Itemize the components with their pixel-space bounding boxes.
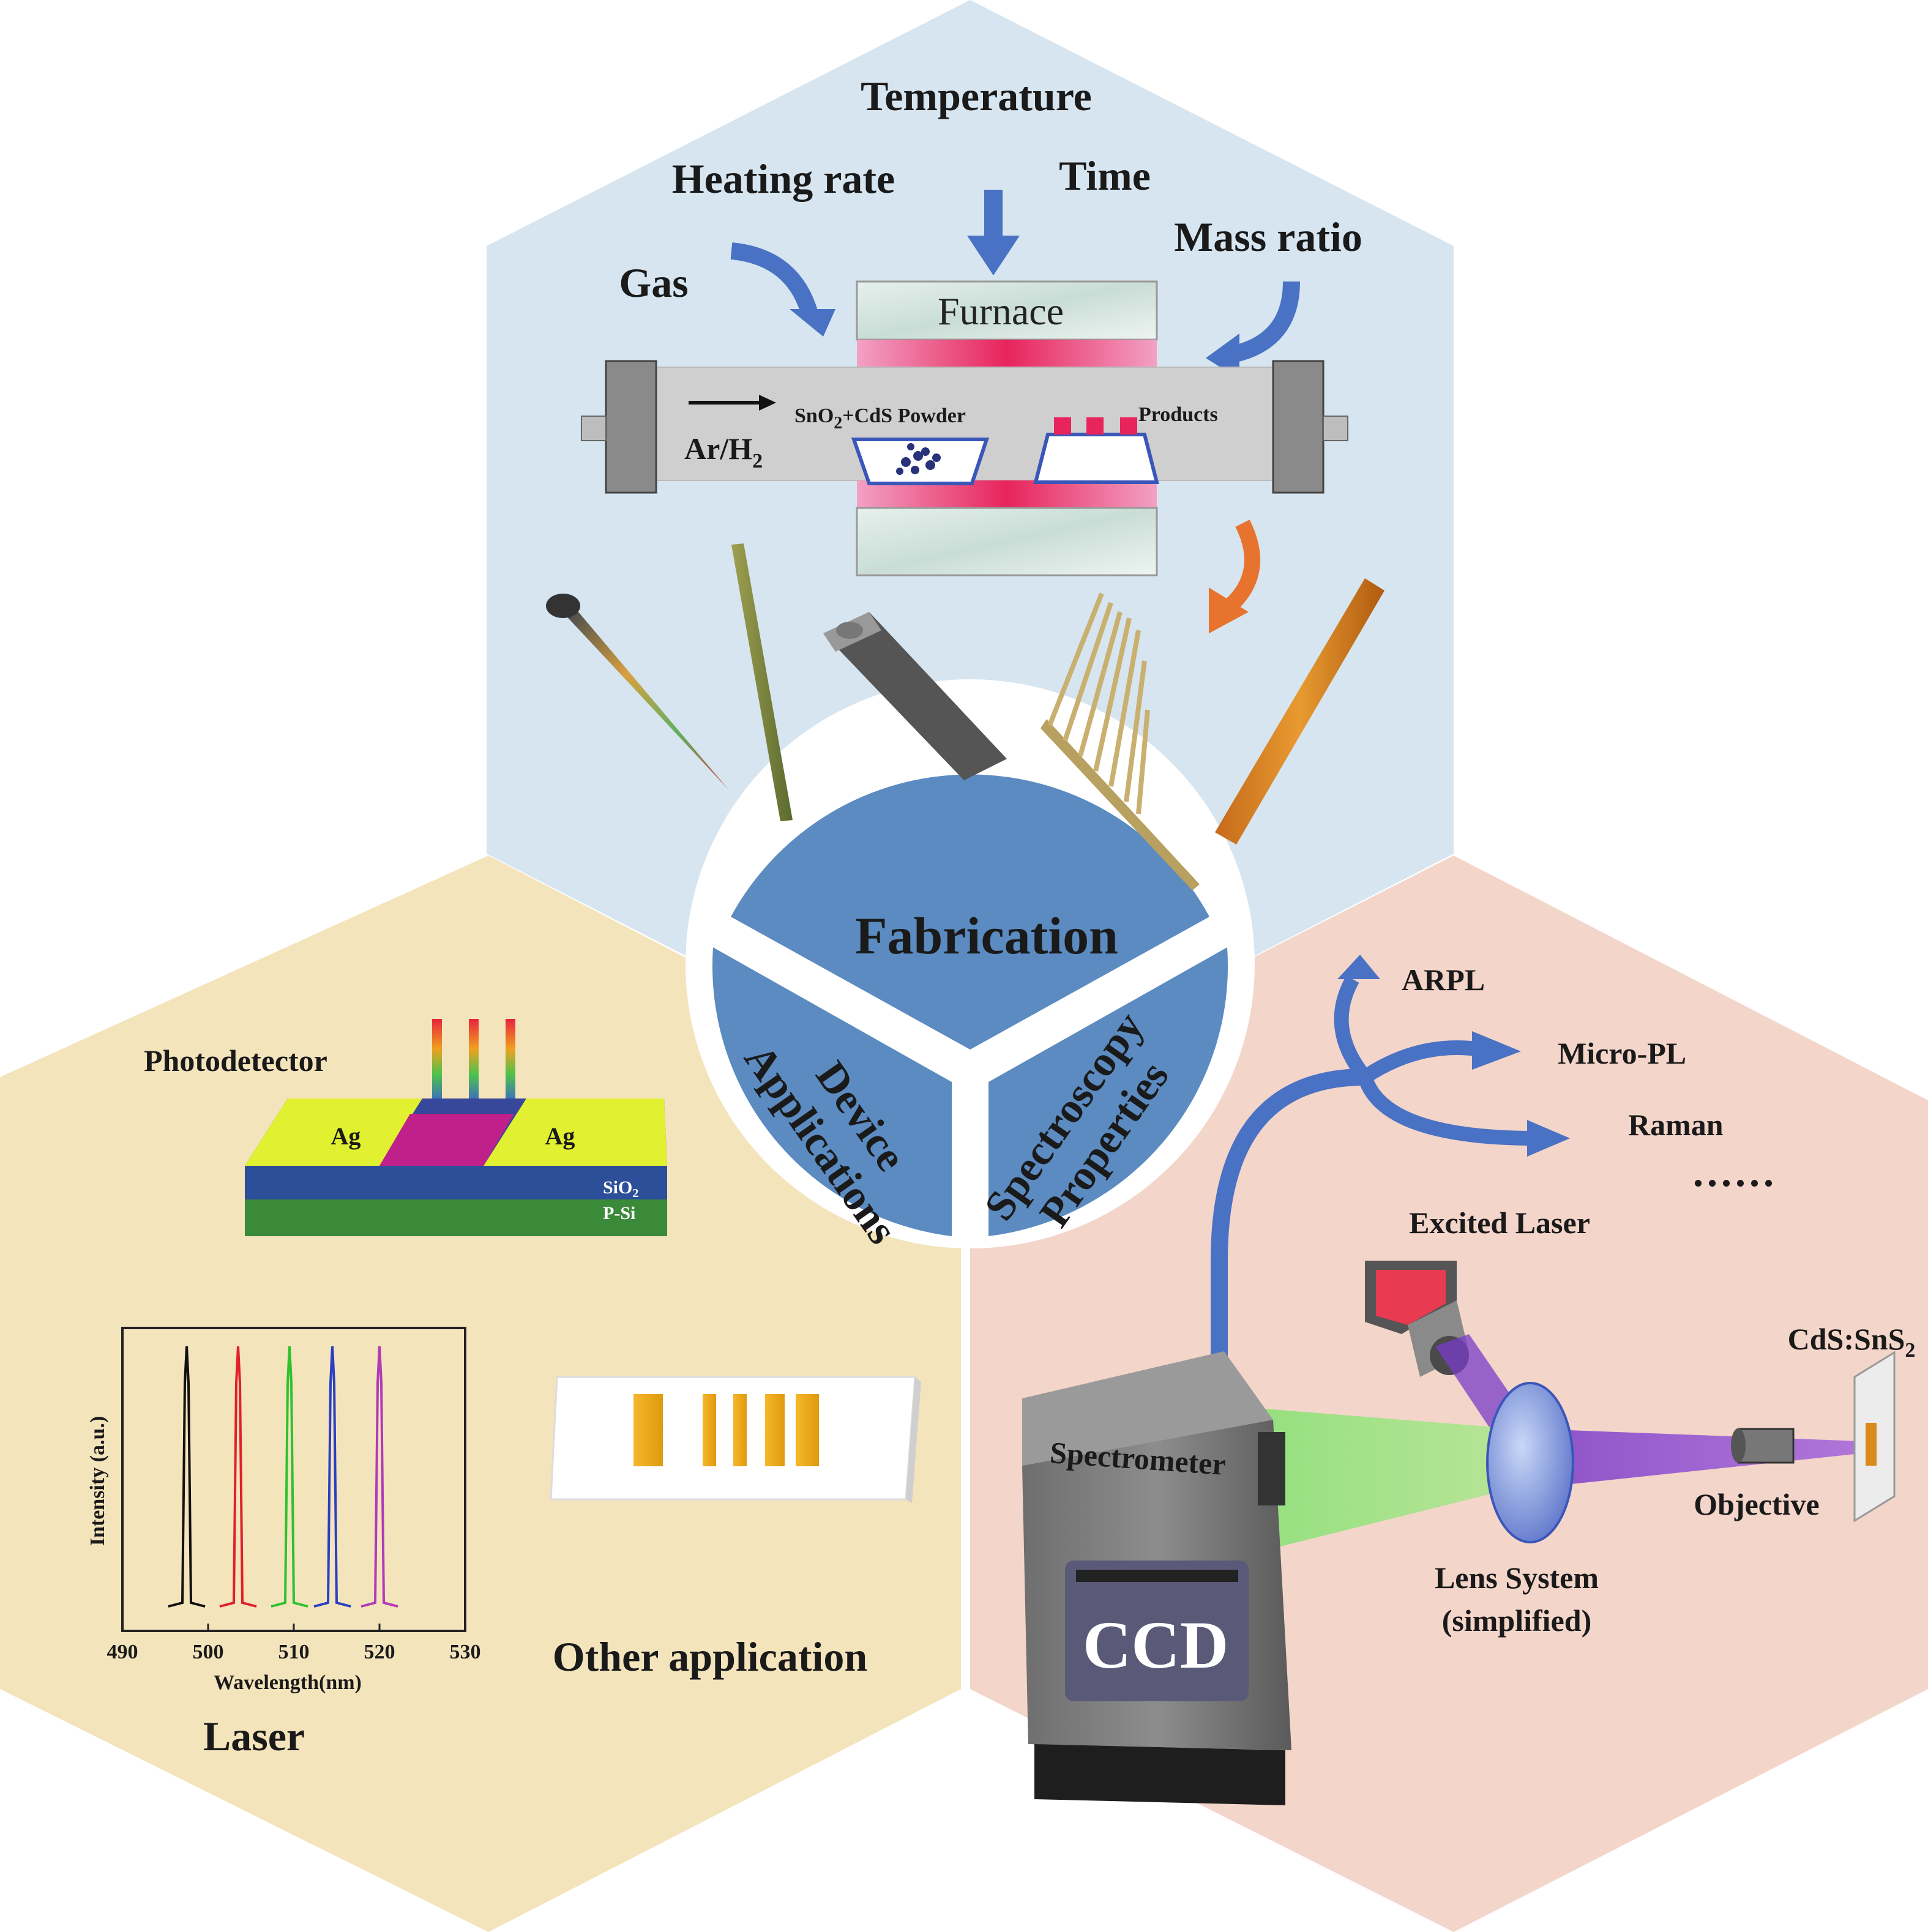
fabrication-title: Fabrication bbox=[855, 906, 1118, 965]
ccd-label: CCD bbox=[1083, 1608, 1228, 1682]
other-application-label: Other application bbox=[553, 1633, 867, 1680]
down-arrow-icon bbox=[967, 190, 1020, 275]
furnace-bottom bbox=[856, 480, 1158, 576]
psi-label: P-Si bbox=[603, 1203, 635, 1223]
objective-lens bbox=[1731, 1428, 1795, 1464]
raman-label: Raman bbox=[1628, 1108, 1724, 1142]
nanobelt-structure bbox=[1215, 578, 1384, 845]
carrier-gas-label: Ar/H2 bbox=[684, 431, 763, 472]
lens-system bbox=[1486, 1382, 1574, 1543]
photodetector-label: Photodetector bbox=[144, 1043, 327, 1078]
time-label: Time bbox=[1059, 152, 1151, 199]
excited-laser-label: Excited Laser bbox=[1409, 1206, 1590, 1240]
nanocomb-structure bbox=[1041, 592, 1200, 890]
other-application-chip bbox=[550, 1376, 921, 1503]
chart-ylabel: Intensity (a.u.) bbox=[86, 1416, 109, 1546]
quartz-tube bbox=[581, 360, 1348, 494]
ellipsis-label: ...... bbox=[1693, 1149, 1777, 1195]
x-tick-label: 490 bbox=[107, 1641, 138, 1663]
nanocone-structure bbox=[546, 594, 728, 789]
lens-system-label-2: (simplified) bbox=[1442, 1603, 1591, 1638]
spectrum-line-1 bbox=[168, 1346, 206, 1608]
gas-flow-arrow bbox=[689, 395, 776, 411]
source-boat bbox=[851, 438, 990, 485]
x-tick-label: 500 bbox=[193, 1641, 224, 1663]
ag-right-label: Ag bbox=[545, 1122, 575, 1150]
products-label: Products bbox=[1138, 403, 1218, 426]
photodetector-device: Ag Ag SiO2 P-Si bbox=[245, 1098, 667, 1236]
nanowire-structure bbox=[731, 543, 793, 821]
temperature-label: Temperature bbox=[861, 73, 1092, 119]
mass-ratio-label: Mass ratio bbox=[1174, 214, 1362, 260]
ag-left-label: Ag bbox=[331, 1122, 361, 1150]
source-powder-label: SnO2+CdS Powder bbox=[794, 405, 966, 433]
arpl-label: ARPL bbox=[1402, 963, 1485, 997]
output-branch-arrows-icon bbox=[1211, 955, 1570, 1383]
spectrum-line-4 bbox=[313, 1346, 351, 1608]
hollow-nanotube-structure bbox=[823, 612, 1007, 780]
chart-series bbox=[168, 1346, 398, 1608]
sample-label: CdS:SnS2 bbox=[1788, 1322, 1916, 1362]
furnace-top: Furnace bbox=[856, 280, 1158, 367]
spectrometer-box: CCD bbox=[1022, 1351, 1291, 1805]
signal-beam bbox=[1249, 1408, 1518, 1554]
gas-label: Gas bbox=[619, 259, 688, 306]
x-tick-label: 520 bbox=[364, 1641, 395, 1663]
spectrum-line-2 bbox=[219, 1346, 257, 1608]
device-hexagon bbox=[0, 856, 961, 1932]
spectroscopy-section: ARPL Micro-PL Raman ...... Excited Laser… bbox=[1022, 955, 1915, 1805]
heating-rate-label: Heating rate bbox=[672, 155, 895, 202]
sector-device-applications[interactable] bbox=[712, 947, 952, 1236]
orange-curved-arrow-icon bbox=[1209, 520, 1260, 633]
fabrication-section: Temperature Heating rate Time Gas Mass r… bbox=[546, 73, 1384, 890]
sio2-label: SiO2 bbox=[603, 1177, 638, 1200]
laser-label: Laser bbox=[203, 1713, 305, 1759]
center-circle: Fabrication Device Applications Spectros… bbox=[686, 679, 1255, 1253]
product-boat bbox=[1033, 417, 1159, 484]
micro-pl-label: Micro-PL bbox=[1558, 1036, 1686, 1070]
x-tick-label: 530 bbox=[450, 1641, 481, 1663]
spectrum-line-5 bbox=[361, 1346, 398, 1608]
sector-fabrication[interactable] bbox=[731, 774, 1209, 1050]
objective-label: Objective bbox=[1694, 1487, 1819, 1521]
spectrum-line-3 bbox=[271, 1346, 308, 1608]
chart-ticks: 490 500 510 520 530 bbox=[107, 1624, 481, 1663]
lens-system-label-1: Lens System bbox=[1435, 1561, 1599, 1595]
x-tick-label: 510 bbox=[278, 1641, 310, 1663]
curved-arrow-gas-icon bbox=[730, 242, 835, 337]
sample-slide bbox=[1853, 1351, 1896, 1523]
chart-xlabel: Wavelength(nm) bbox=[214, 1671, 362, 1694]
sector-spectroscopy-properties[interactable] bbox=[988, 947, 1228, 1236]
laser-chart: 490 500 510 520 530 Intensity (a.u.) Wavelen… bbox=[86, 1327, 481, 1694]
furnace-label: Furnace bbox=[938, 289, 1064, 333]
